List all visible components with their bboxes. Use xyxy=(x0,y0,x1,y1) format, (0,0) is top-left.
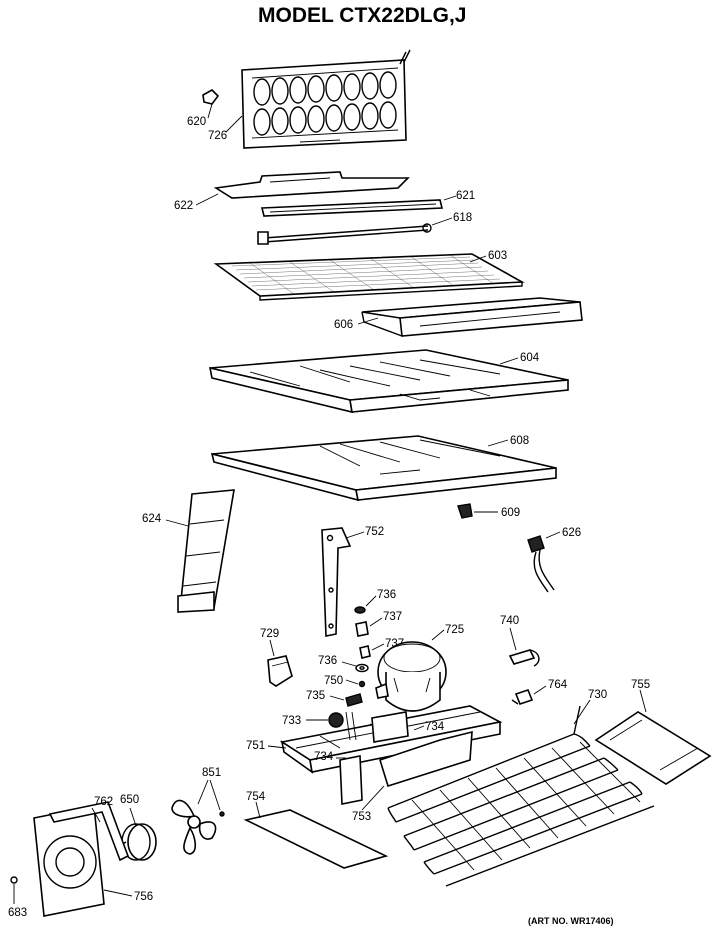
label-734-right: 734 xyxy=(425,721,445,733)
mount-sleeve-lower xyxy=(359,645,371,659)
label-729: 729 xyxy=(260,628,279,640)
thermostat-clip xyxy=(202,89,220,105)
drier-clip xyxy=(511,689,534,705)
label-756: 756 xyxy=(134,891,153,903)
tubing-clamp xyxy=(508,649,540,667)
label-726: 726 xyxy=(208,130,227,142)
label-762: 762 xyxy=(94,796,113,808)
power-cord xyxy=(527,535,555,593)
relay-overload xyxy=(267,655,293,687)
label-734-left: 734 xyxy=(314,751,334,763)
label-603: 603 xyxy=(488,250,507,262)
terminal-cover xyxy=(345,693,363,707)
label-753: 753 xyxy=(352,811,371,823)
grommet-lower xyxy=(355,663,369,673)
label-733: 733 xyxy=(282,715,301,727)
retainer-clip xyxy=(457,503,473,519)
mount-sleeve-top xyxy=(355,621,369,637)
evaporator-cover xyxy=(213,171,410,199)
air-duct-channel xyxy=(361,297,583,337)
label-851: 851 xyxy=(202,767,221,779)
start-capacitor xyxy=(328,712,344,728)
label-650: 650 xyxy=(120,794,139,806)
condenser-coil xyxy=(387,705,655,887)
defrost-heater-rail xyxy=(260,199,444,217)
machine-compartment-base xyxy=(279,705,503,805)
art-number: (ART NO. WR17406) xyxy=(528,916,614,926)
grommet-top xyxy=(354,606,366,614)
label-620: 620 xyxy=(187,116,206,128)
label-735: 735 xyxy=(306,690,325,702)
freezer-divider-bottom xyxy=(210,435,557,502)
label-621: 621 xyxy=(456,190,475,202)
condenser-panel xyxy=(594,711,712,785)
compressor xyxy=(375,641,447,712)
label-626: 626 xyxy=(562,527,581,539)
label-754: 754 xyxy=(246,791,266,803)
label-752: 752 xyxy=(365,526,384,538)
heater-rod xyxy=(257,223,432,245)
label-751: 751 xyxy=(246,740,265,752)
label-764: 764 xyxy=(548,679,568,691)
air-duct xyxy=(177,489,235,613)
label-622: 622 xyxy=(174,200,193,212)
label-608: 608 xyxy=(510,435,529,447)
condenser-fan-blade xyxy=(171,799,225,855)
evaporator-coil xyxy=(241,49,411,149)
label-725: 725 xyxy=(445,624,464,636)
label-736-lower: 736 xyxy=(318,655,337,667)
evaporator-grid-cover xyxy=(213,253,525,301)
label-737-top: 737 xyxy=(383,611,402,623)
label-683: 683 xyxy=(8,907,27,919)
fan-shroud xyxy=(33,801,129,917)
diagram-title: MODEL CTX22DLG,J xyxy=(258,4,466,27)
label-736-top: 736 xyxy=(377,589,396,601)
label-624: 624 xyxy=(142,513,162,525)
washer xyxy=(358,680,366,688)
compressor-bracket xyxy=(321,527,352,637)
label-604: 604 xyxy=(520,352,540,364)
label-606: 606 xyxy=(334,319,353,331)
drain-pan xyxy=(243,809,389,869)
label-740: 740 xyxy=(500,615,519,627)
label-750: 750 xyxy=(324,675,343,687)
freezer-divider-top xyxy=(208,349,569,414)
label-730: 730 xyxy=(588,689,607,701)
label-618: 618 xyxy=(453,212,472,224)
screw xyxy=(10,876,18,884)
label-609: 609 xyxy=(501,507,520,519)
label-755: 755 xyxy=(631,679,650,691)
